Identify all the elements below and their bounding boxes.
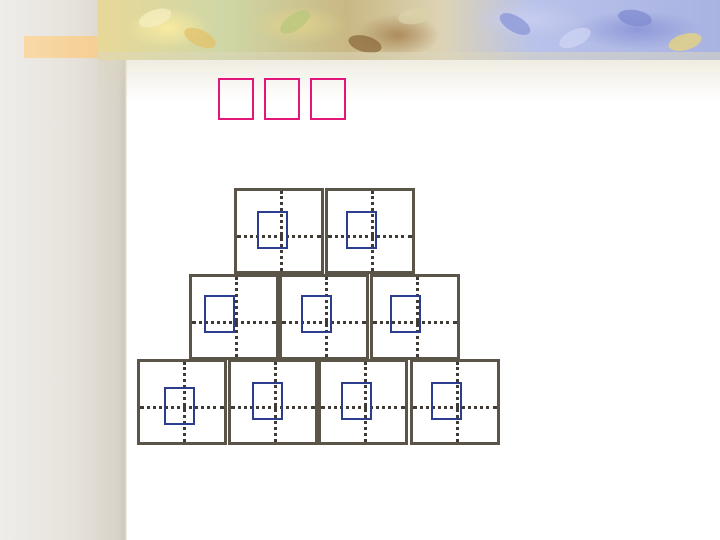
flower-decoration: [556, 23, 594, 53]
flower-decoration: [666, 29, 704, 55]
pyramid-cell: [318, 359, 408, 445]
cell-guide-vertical: [274, 362, 277, 442]
banner-shadow: [98, 52, 720, 102]
pyramid-cell: [234, 188, 324, 274]
character-box: [164, 387, 195, 425]
cell-guide-vertical: [235, 277, 238, 357]
leaf-decoration: [276, 5, 314, 39]
cell-guide-horizontal: [328, 235, 412, 238]
cell-guide-vertical: [364, 362, 367, 442]
flower-decoration: [616, 7, 654, 29]
character-box: [346, 211, 377, 249]
character-box: [204, 295, 235, 333]
cell-guide-horizontal: [282, 321, 366, 324]
character-box: [390, 295, 421, 333]
character-box: [257, 211, 288, 249]
pyramid-cell: [189, 274, 279, 360]
leaf-decoration: [396, 5, 434, 27]
page-title: [218, 78, 346, 126]
cell-guide-vertical: [371, 191, 374, 271]
flower-decoration: [496, 8, 534, 40]
cell-guide-horizontal: [237, 235, 321, 238]
floral-banner-image: [98, 0, 720, 60]
title-char-box: [310, 78, 346, 120]
cell-guide-horizontal: [321, 406, 405, 409]
cell-guide-horizontal: [413, 406, 497, 409]
cell-guide-vertical: [456, 362, 459, 442]
character-box: [341, 382, 372, 420]
cell-guide-vertical: [280, 191, 283, 271]
pyramid-cell: [325, 188, 415, 274]
cell-guide-vertical: [183, 362, 186, 442]
title-char-box: [218, 78, 254, 120]
pyramid-cell: [370, 274, 460, 360]
left-panel-shadow: [124, 60, 127, 540]
cell-guide-vertical: [325, 277, 328, 357]
title-char-box: [264, 78, 300, 120]
leaf-decoration: [181, 23, 219, 53]
leaf-decoration: [136, 4, 174, 32]
character-box: [252, 382, 283, 420]
cell-guide-vertical: [416, 277, 419, 357]
cell-guide-horizontal: [140, 406, 224, 409]
pyramid-cell: [410, 359, 500, 445]
pyramid-cell: [279, 274, 369, 360]
pyramid-cell: [137, 359, 227, 445]
character-box: [301, 295, 332, 333]
cell-guide-horizontal: [231, 406, 315, 409]
cell-guide-horizontal: [373, 321, 457, 324]
pyramid-cell: [228, 359, 318, 445]
character-box: [431, 382, 462, 420]
